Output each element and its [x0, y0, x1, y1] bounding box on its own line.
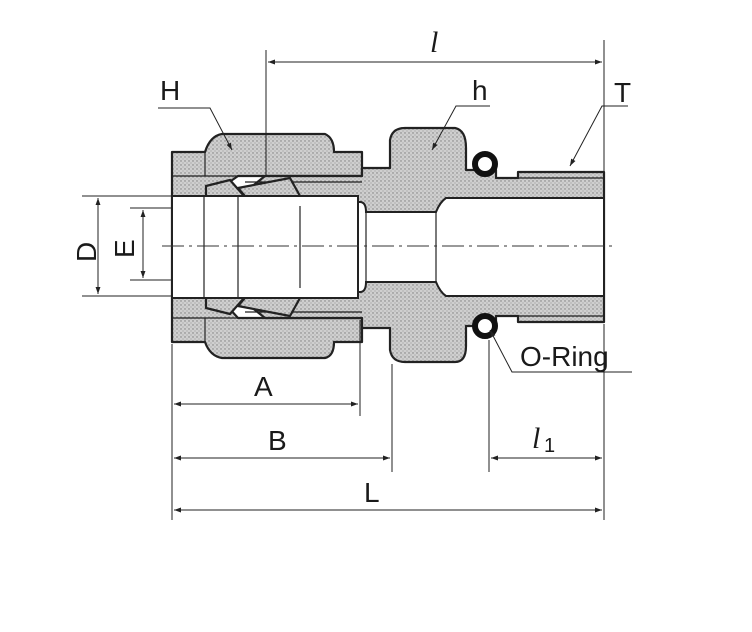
label-h: h: [472, 75, 488, 106]
label-l1-subscript: 1: [544, 435, 555, 457]
label-A: A: [254, 371, 273, 402]
label-l1: l: [532, 422, 540, 455]
label-D: D: [71, 242, 102, 262]
label-E: E: [109, 239, 140, 258]
leader-h: [431, 105, 490, 151]
body-bore: [299, 197, 605, 297]
o-ring-top: [472, 151, 498, 177]
label-T: T: [614, 77, 631, 108]
label-H: H: [160, 75, 180, 106]
leader-H: [158, 107, 233, 151]
label-L: L: [364, 477, 380, 508]
label-B: B: [268, 425, 287, 456]
leader-T: [569, 105, 628, 167]
leader-o-ring: [489, 329, 632, 373]
tube: [171, 195, 359, 299]
label-o-ring: O-Ring: [520, 341, 609, 372]
label-l: l: [430, 26, 438, 59]
